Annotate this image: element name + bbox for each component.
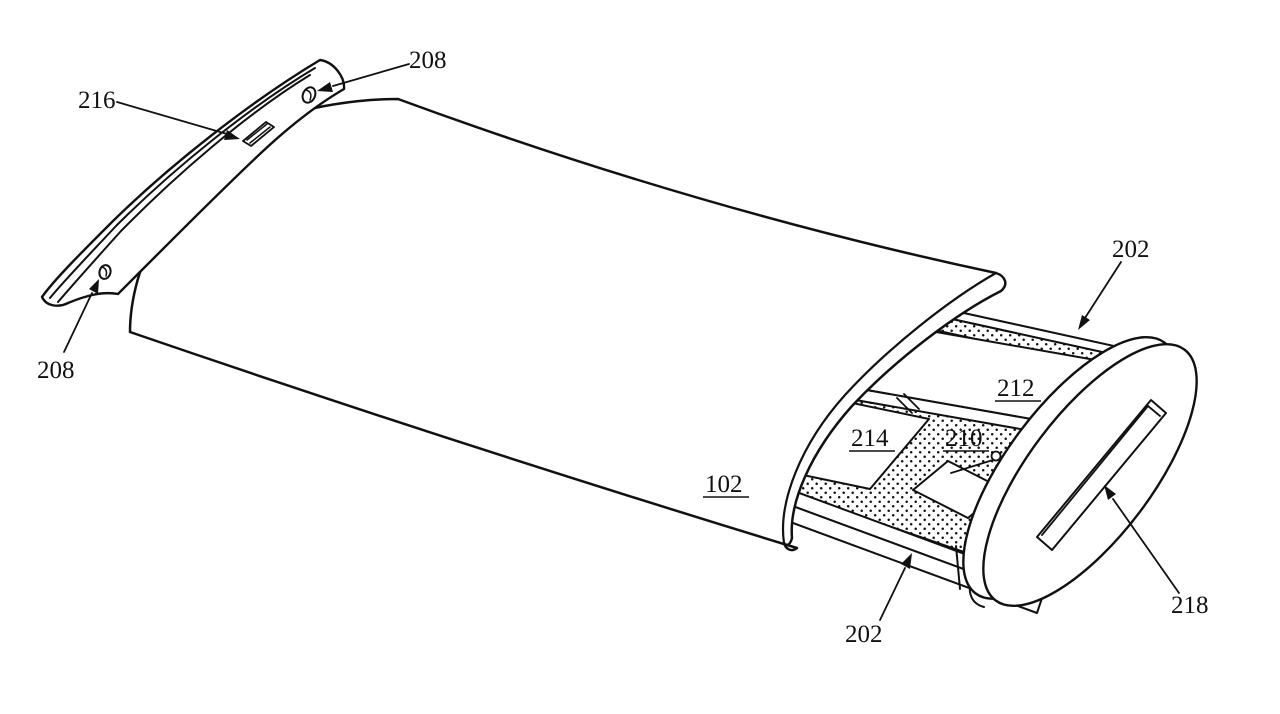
ref-label-212: 212 (997, 375, 1035, 402)
connector-slot-216-inner-line-1 (246, 123, 268, 141)
leader-208-top (332, 63, 410, 87)
screw-top-icon (301, 86, 317, 104)
screw-bottom-slot-mark (101, 266, 108, 277)
antenna-lead-line (950, 459, 994, 474)
ref-label-202-bottom: 202 (845, 621, 883, 648)
end-cap-left (40, 58, 346, 307)
board-divider-line-1 (896, 397, 913, 414)
leader-218 (1112, 498, 1180, 594)
slot-218-end-wall (1147, 405, 1161, 417)
ref-label-216: 216 (78, 87, 116, 114)
screw-top-slot-mark (305, 89, 312, 101)
connector-slot-216 (242, 121, 275, 147)
board-divider-line-2 (903, 393, 920, 410)
leader-216 (116, 101, 228, 135)
arrowhead-216-icon (224, 130, 240, 140)
arrowhead-202-bottom-icon (901, 553, 912, 569)
slot-218-inner-edge (1041, 405, 1149, 536)
arrowhead-218-icon (1104, 485, 1116, 500)
arrowhead-208-bottom-icon (89, 279, 99, 294)
opening-rim-outer-edge (782, 271, 998, 545)
ref-label-102: 102 (705, 471, 743, 498)
ref-label-218: 218 (1171, 592, 1209, 619)
leader-202-top (1084, 261, 1122, 319)
slot-218 (1036, 399, 1167, 551)
ref-label-208-bottom: 208 (37, 357, 75, 384)
end-cap-left-layer-line-1 (49, 67, 316, 299)
leader-208-bottom (63, 292, 93, 353)
antenna-pin-icon (990, 450, 1002, 462)
connector-slot-216-inner-line-2 (249, 126, 271, 144)
screw-bottom-icon (98, 264, 112, 280)
ref-label-208-top: 208 (409, 47, 447, 74)
rail-end-foot (965, 548, 985, 608)
ref-label-214: 214 (851, 425, 889, 452)
arrowhead-202-top-icon (1078, 315, 1090, 330)
end-cap-left-layer-line-2 (57, 74, 311, 303)
arrowhead-208-top-icon (317, 82, 333, 92)
ref-label-202-top: 202 (1112, 236, 1150, 263)
rail-end-foot-line (955, 545, 961, 590)
ref-label-210: 210 (945, 425, 983, 452)
leader-202-bottom (879, 567, 906, 621)
